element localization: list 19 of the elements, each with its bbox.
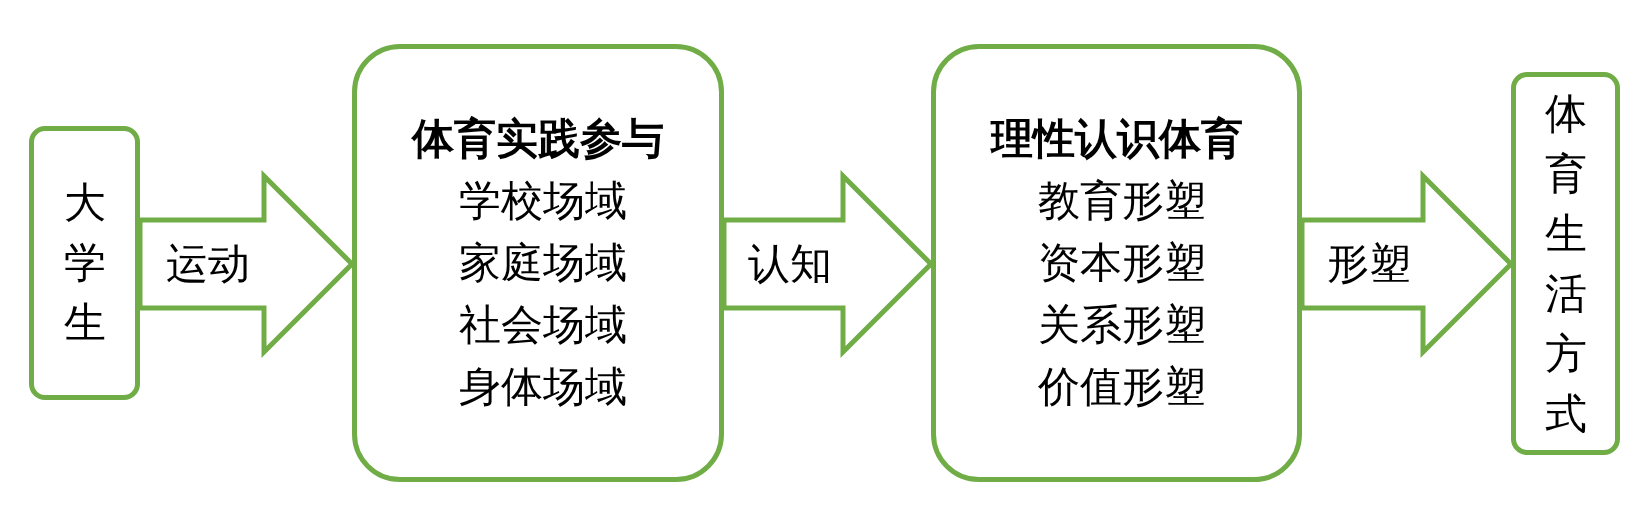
- edge-label: 认知: [747, 238, 832, 290]
- box-text: 关系形塑: [1036, 299, 1206, 351]
- edge-label: 运动: [166, 238, 250, 290]
- box-text: 大学生: [63, 177, 106, 349]
- process-box: [1511, 72, 1620, 455]
- box-heading: 体育实践参与: [412, 113, 664, 165]
- box-text: 学校场域: [458, 175, 627, 227]
- box-text: 家庭场域: [458, 237, 627, 289]
- box-text: 身体场域: [458, 361, 627, 413]
- process-box: [931, 44, 1302, 482]
- box-text: 体育生活方式: [1544, 87, 1587, 440]
- process-box: [29, 126, 140, 400]
- box-text: 价值形塑: [1036, 361, 1206, 413]
- edge-label: 形塑: [1326, 238, 1411, 290]
- box-text: 资本形塑: [1036, 237, 1206, 289]
- box-text: 社会场域: [458, 299, 627, 351]
- process-box: [352, 44, 724, 482]
- box-text: 教育形塑: [1036, 175, 1206, 227]
- box-heading: 理性认识体育: [990, 113, 1243, 165]
